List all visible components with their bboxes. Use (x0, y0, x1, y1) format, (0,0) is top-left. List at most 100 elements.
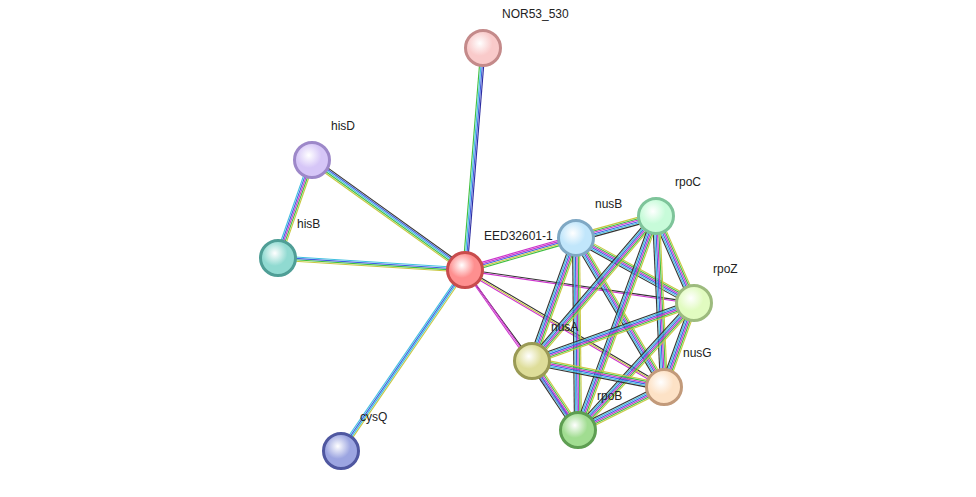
protein-node: nusG (645, 368, 683, 406)
interaction-edge (548, 361, 648, 387)
protein-node: hisD (293, 141, 331, 179)
evidence-line (284, 176, 307, 242)
evidence-line (327, 169, 452, 259)
evidence-line (481, 243, 559, 266)
evidence-line (466, 65, 481, 253)
node-circle (637, 197, 675, 235)
evidence-line (666, 230, 690, 286)
evidence-line (593, 224, 640, 237)
interaction-edge (281, 175, 309, 243)
evidence-line (325, 171, 450, 261)
evidence-line (481, 241, 559, 264)
evidence-line (539, 377, 566, 418)
evidence-line (295, 257, 448, 267)
interaction-edge (573, 255, 582, 413)
evidence-line (326, 170, 451, 260)
interaction-edge (539, 373, 572, 418)
node-circle (446, 251, 484, 289)
evidence-line (543, 374, 570, 415)
evidence-line (464, 65, 479, 253)
evidence-line (587, 233, 653, 415)
node-circle (559, 411, 597, 449)
evidence-line (548, 309, 678, 356)
evidence-line (285, 177, 308, 243)
evidence-line (295, 260, 448, 270)
evidence-line (351, 284, 456, 437)
node-circle (293, 141, 331, 179)
node-label: nusG (683, 346, 712, 360)
evidence-line (544, 373, 571, 414)
evidence-line (481, 240, 559, 263)
evidence-line (541, 376, 568, 417)
interaction-edge (324, 168, 453, 263)
evidence-line (350, 284, 455, 437)
node-label: rpoB (597, 389, 622, 403)
node-label: cysQ (360, 410, 387, 424)
interaction-edge (547, 305, 679, 358)
protein-node: rpoC (637, 197, 675, 235)
evidence-line (549, 362, 648, 381)
evidence-line (482, 244, 560, 267)
evidence-line (482, 245, 560, 268)
evidence-line (662, 232, 686, 288)
evidence-line (663, 231, 687, 287)
evidence-line (467, 65, 482, 253)
evidence-line (282, 176, 305, 242)
evidence-line (549, 365, 648, 384)
evidence-line (349, 283, 454, 436)
protein-node: EED32601-1 (446, 251, 484, 289)
node-circle (322, 432, 360, 470)
node-circle (557, 219, 595, 257)
evidence-line (593, 221, 640, 234)
evidence-line (665, 231, 689, 287)
evidence-line (548, 366, 647, 385)
evidence-line (324, 172, 449, 262)
evidence-line (286, 177, 309, 243)
node-label: EED32601-1 (484, 229, 553, 243)
node-label: NOR53_530 (502, 7, 569, 21)
interaction-edge (349, 283, 457, 438)
interaction-edge (481, 240, 561, 268)
evidence-line (295, 258, 448, 268)
protein-node: NOR53_530 (464, 29, 502, 67)
interaction-edge (295, 257, 448, 271)
evidence-line (540, 376, 567, 417)
node-label: hisB (297, 217, 320, 231)
evidence-line (549, 364, 648, 383)
evidence-line (295, 261, 448, 271)
interaction-edge (591, 217, 640, 237)
evidence-line (573, 255, 575, 413)
evidence-line (548, 368, 647, 387)
node-label: rpoC (675, 175, 701, 189)
evidence-line (327, 168, 452, 258)
protein-node: rpoB (559, 411, 597, 449)
protein-node: rpoZ (675, 284, 713, 322)
evidence-line (549, 311, 679, 358)
node-label: nusB (595, 197, 622, 211)
protein-node: nusA (513, 342, 551, 380)
interaction-edge (653, 233, 666, 370)
evidence-line (352, 285, 457, 438)
protein-node: nusB (557, 219, 595, 257)
protein-node: hisB (259, 239, 297, 277)
evidence-line (468, 65, 483, 253)
node-circle (464, 29, 502, 67)
evidence-line (281, 175, 304, 241)
interaction-edge (660, 230, 691, 289)
node-label: hisD (331, 119, 355, 133)
evidence-line (656, 233, 662, 370)
node-label: nusA (551, 320, 578, 334)
node-circle (513, 342, 551, 380)
node-circle (259, 239, 297, 277)
protein-node: cysQ (322, 432, 360, 470)
evidence-line (592, 318, 685, 420)
evidence-line (660, 233, 684, 289)
node-label: rpoZ (713, 262, 738, 276)
interaction-edge (464, 65, 483, 253)
node-circle (675, 284, 713, 322)
evidence-line (593, 223, 640, 236)
evidence-line (542, 375, 569, 416)
evidence-line (661, 232, 685, 288)
